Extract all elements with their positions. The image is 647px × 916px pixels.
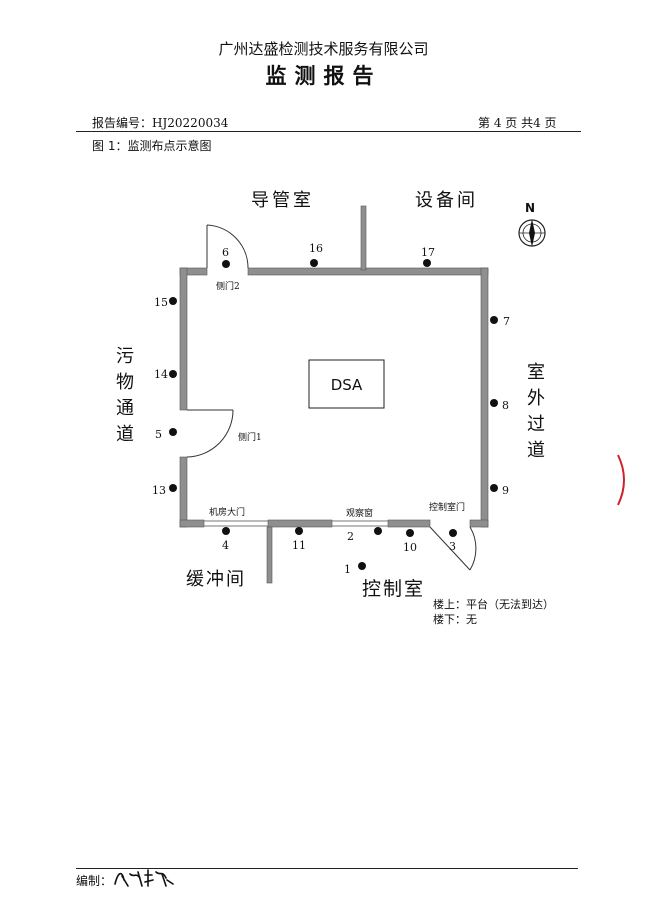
point-10: [406, 529, 414, 537]
point-label-15: 15: [154, 296, 168, 309]
window-label: 观察窗: [346, 509, 374, 519]
point-label-10: 10: [403, 541, 417, 554]
room-sewage-corridor: 污物 通道: [116, 346, 134, 445]
thin-openings: [204, 520, 388, 527]
point-label-8: 8: [502, 399, 509, 412]
dsa-box: [308, 359, 385, 409]
seal-stamp-edge: [617, 454, 625, 506]
north-label: N: [525, 201, 536, 215]
door-control-label: 控制室门: [429, 503, 466, 513]
point-5: [169, 428, 177, 436]
footer-divider: [76, 868, 578, 869]
door-swings: [186, 224, 477, 571]
page-indicator: 第 4 页 共4 页: [478, 116, 557, 130]
point-1: [358, 562, 366, 570]
point-label-13: 13: [152, 484, 166, 497]
point-label-2: 2: [347, 530, 354, 543]
monitoring-points: [169, 259, 498, 570]
point-13: [169, 484, 177, 492]
room-outdoor-corridor: 室外 过道: [527, 362, 545, 461]
room-equipment: 设备间: [415, 190, 478, 211]
point-15: [169, 297, 177, 305]
point-label-16: 16: [309, 242, 323, 255]
point-8: [490, 399, 498, 407]
floor-notes: 楼上：平台（无法到达） 楼下：无: [433, 597, 554, 627]
report-number: 报告编号：HJ20220034: [92, 116, 229, 130]
door-side2-label: 侧门2: [216, 282, 240, 292]
door-main-label: 机房大门: [209, 508, 246, 518]
editor-signature: [114, 869, 174, 887]
point-3: [449, 529, 457, 537]
point-16: [310, 259, 318, 267]
control-door-arc: [469, 526, 477, 571]
dsa-label: DSA: [330, 376, 363, 394]
figure-caption: 图 1：监测布点示意图: [92, 139, 212, 153]
side-door-1-arc: [186, 409, 234, 458]
point-label-1: 1: [344, 563, 351, 576]
point-label-14: 14: [154, 368, 168, 381]
header-divider: [76, 131, 581, 132]
point-17: [423, 259, 431, 267]
point-4: [222, 527, 230, 535]
editor-label: 编制：: [76, 874, 113, 888]
side-door-2-arc: [206, 224, 249, 269]
point-label-17: 17: [421, 246, 435, 259]
point-6: [222, 260, 230, 268]
control-door-leaf: [429, 526, 471, 571]
note-upstairs: 楼上：平台（无法到达）: [433, 598, 554, 611]
point-9: [490, 484, 498, 492]
point-label-6: 6: [222, 246, 229, 259]
point-14: [169, 370, 177, 378]
point-label-9: 9: [502, 484, 509, 497]
north-compass-icon: [518, 219, 546, 247]
point-label-5: 5: [155, 428, 162, 441]
point-label-4: 4: [222, 539, 229, 552]
report-title: 监测报告: [265, 64, 382, 88]
room-buffer: 缓冲间: [186, 569, 246, 590]
note-downstairs: 楼下：无: [433, 613, 477, 626]
point-label-7: 7: [503, 315, 510, 328]
room-catheter: 导管室: [251, 190, 314, 211]
point-2: [374, 527, 382, 535]
room-walls: [179, 205, 489, 584]
door-side1-label: 侧门1: [238, 433, 262, 443]
point-11: [295, 527, 303, 535]
point-7: [490, 316, 498, 324]
point-label-11: 11: [292, 539, 306, 552]
company-name: 广州达盛检测技术服务有限公司: [218, 40, 429, 58]
room-control: 控制室: [362, 578, 426, 600]
point-label-3: 3: [449, 540, 456, 553]
